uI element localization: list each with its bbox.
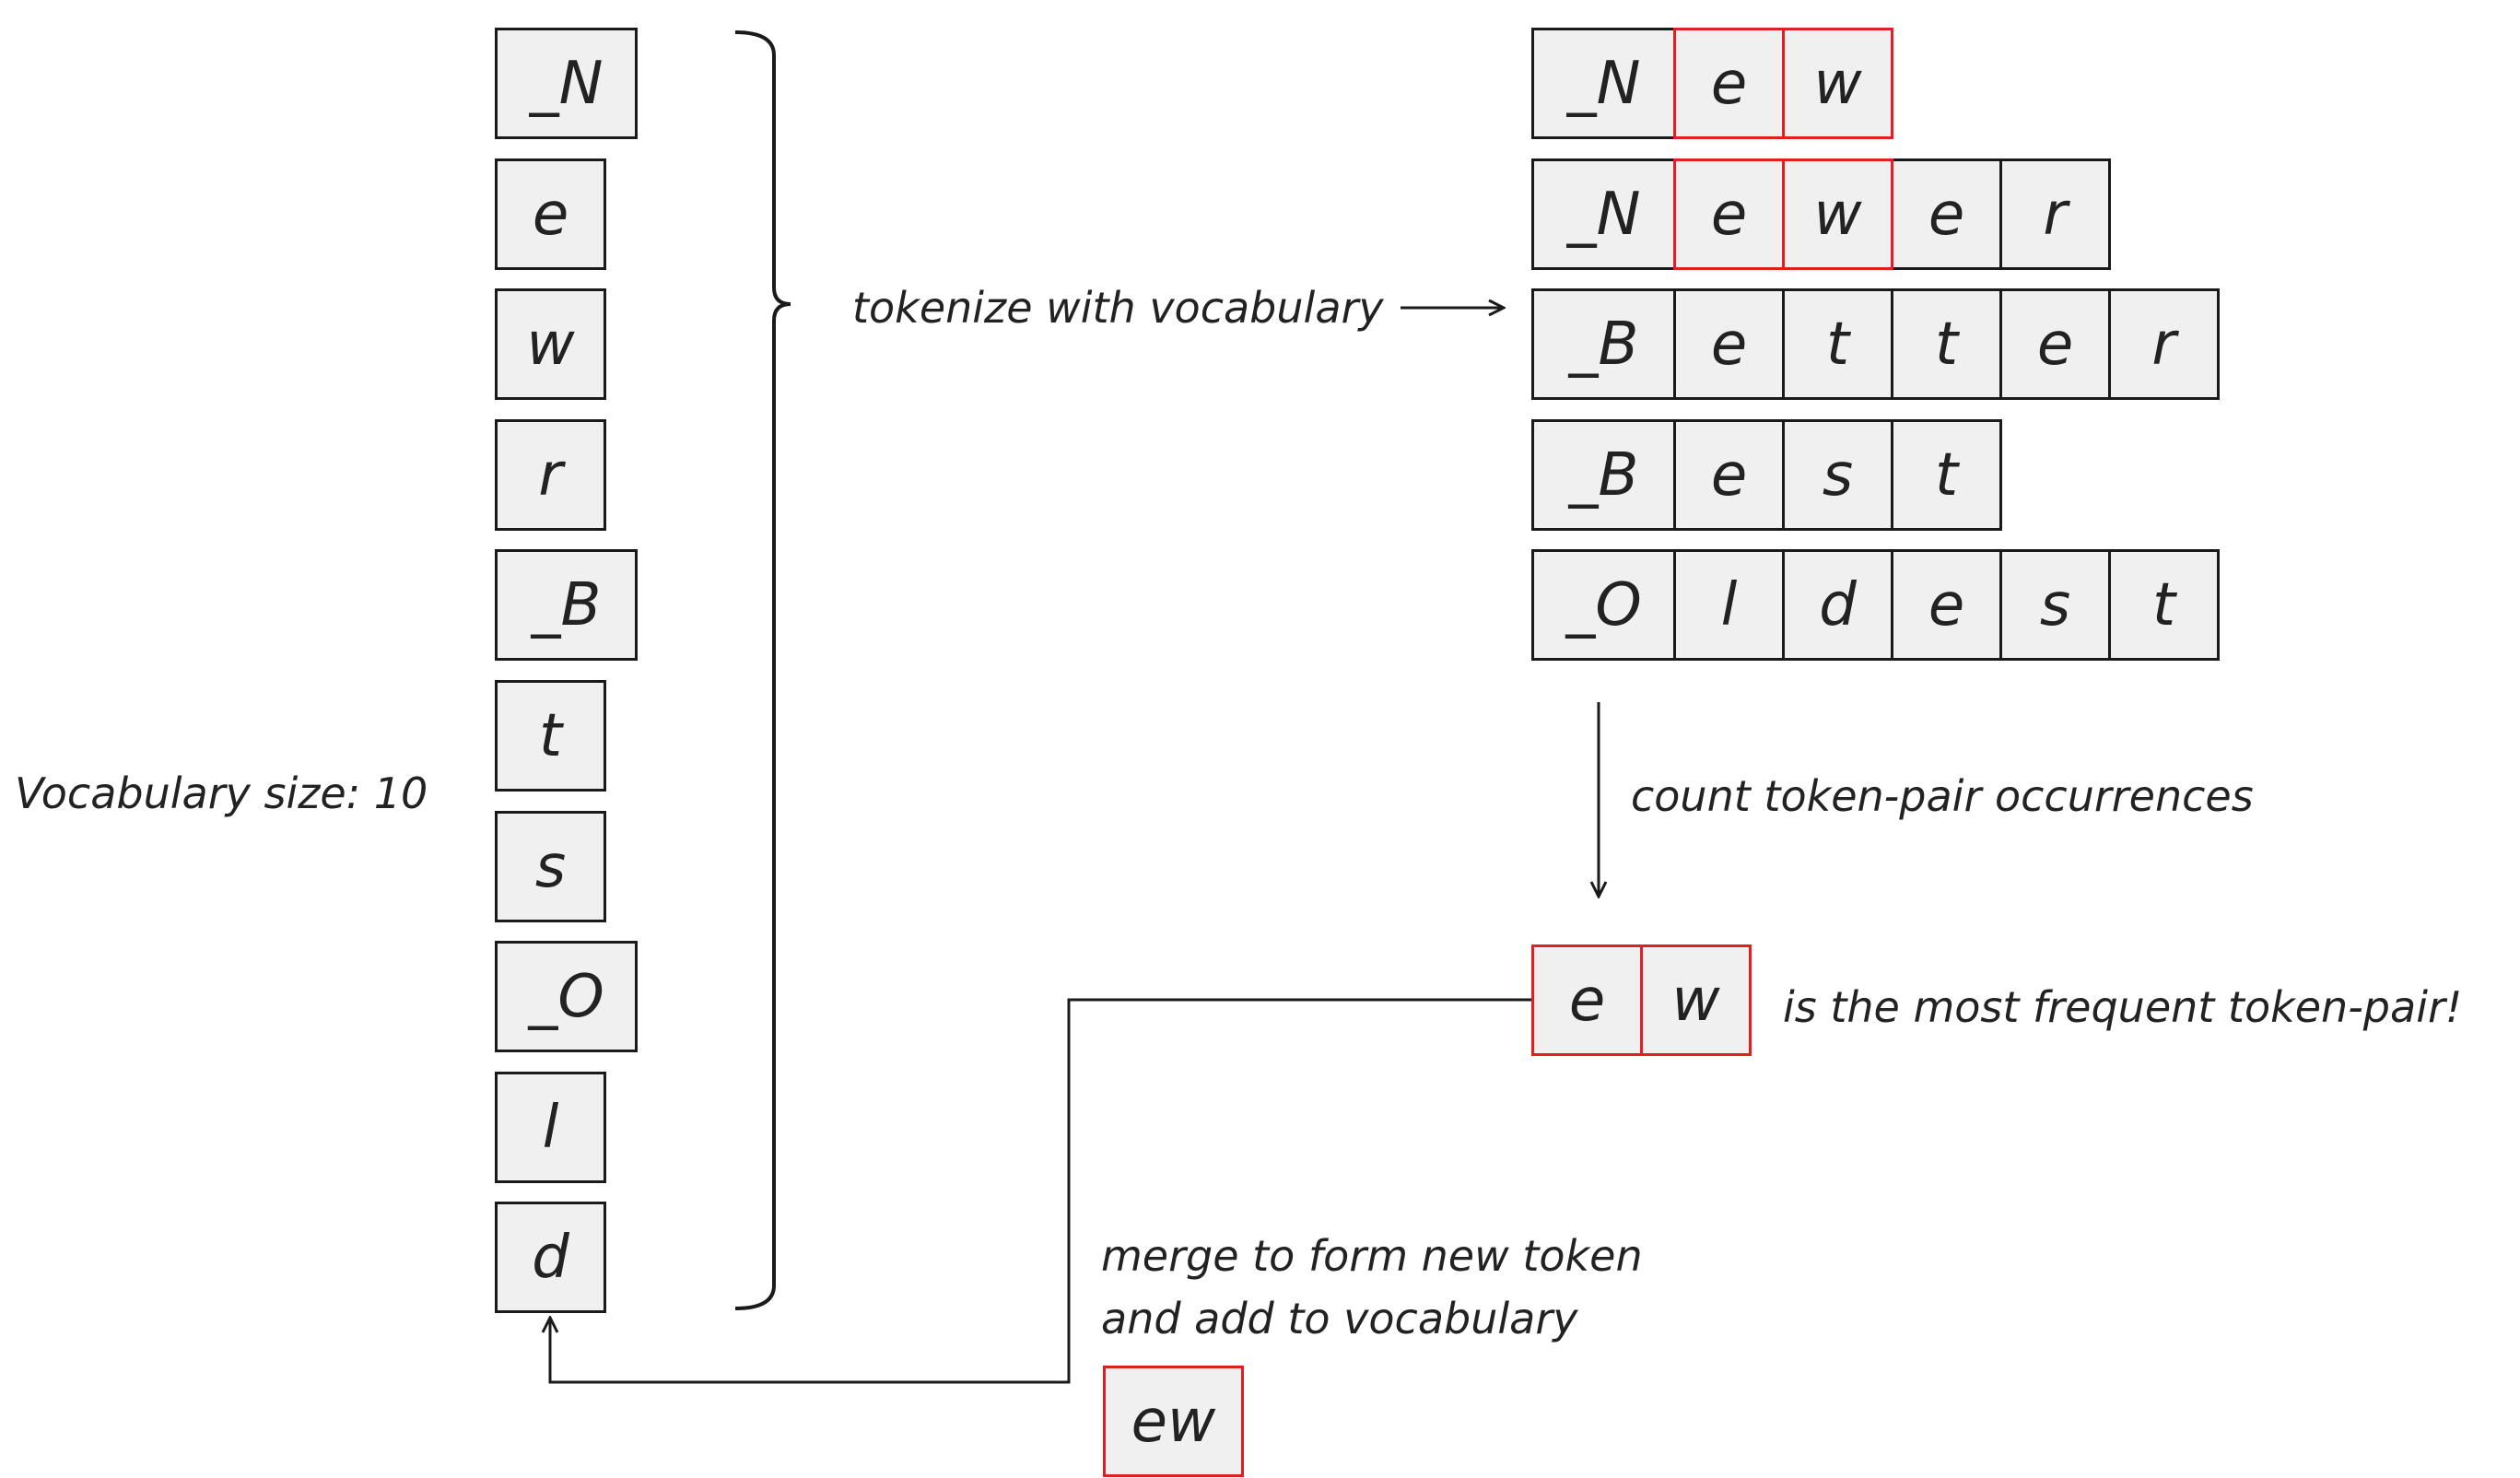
word-token: t	[1782, 288, 1893, 400]
word-token: e	[1891, 158, 2002, 270]
vocab-token: d	[495, 1202, 606, 1313]
word-token: t	[2108, 549, 2220, 661]
pair-token-right: w	[1640, 944, 1752, 1056]
word-token: e	[1673, 288, 1785, 400]
word-token: s	[1782, 419, 1893, 531]
new-merged-token: ew	[1103, 1366, 1244, 1477]
vocab-token: _O	[495, 941, 638, 1052]
word-token: w	[1782, 158, 1893, 270]
vocab-token: t	[495, 680, 606, 792]
vocab-token: e	[495, 158, 606, 270]
vocab-token: s	[495, 811, 606, 922]
vocab-token: w	[495, 288, 606, 400]
word-token: _O	[1531, 549, 1676, 661]
merge-step-label-line2: and add to vocabulary	[1101, 1294, 1578, 1343]
word-token: e	[1891, 549, 2002, 661]
word-token: _B	[1531, 419, 1676, 531]
word-token: e	[1673, 28, 1785, 139]
word-token: e	[1673, 419, 1785, 531]
vocab-token: _B	[495, 549, 638, 661]
word-token: s	[1999, 549, 2111, 661]
word-token: e	[1999, 288, 2111, 400]
merge-connector	[550, 998, 1531, 1384]
most-frequent-label: is the most frequent token-pair!	[1783, 982, 2463, 1032]
word-token: r	[1999, 158, 2111, 270]
tokenize-step-label: tokenize with vocabulary	[852, 283, 1384, 333]
word-token: t	[1891, 288, 2002, 400]
word-token: _N	[1531, 28, 1676, 139]
word-token: w	[1782, 28, 1893, 139]
vocab-token: r	[495, 419, 606, 531]
merge-step-label-line1: merge to form new token	[1101, 1231, 1643, 1281]
vocab-token: _N	[495, 28, 638, 139]
word-token: e	[1673, 158, 1785, 270]
word-token: l	[1673, 549, 1785, 661]
word-token: _B	[1531, 288, 1676, 400]
vocab-token: l	[495, 1072, 606, 1183]
vocabulary-size-label: Vocabulary size: 10	[15, 768, 428, 818]
pair-token-left: e	[1531, 944, 1643, 1056]
word-token: d	[1782, 549, 1893, 661]
word-token: r	[2108, 288, 2220, 400]
vocabulary-brace	[734, 30, 791, 1310]
word-token: t	[1891, 419, 2002, 531]
count-step-label: count token-pair occurrences	[1631, 771, 2254, 821]
word-token: _N	[1531, 158, 1676, 270]
